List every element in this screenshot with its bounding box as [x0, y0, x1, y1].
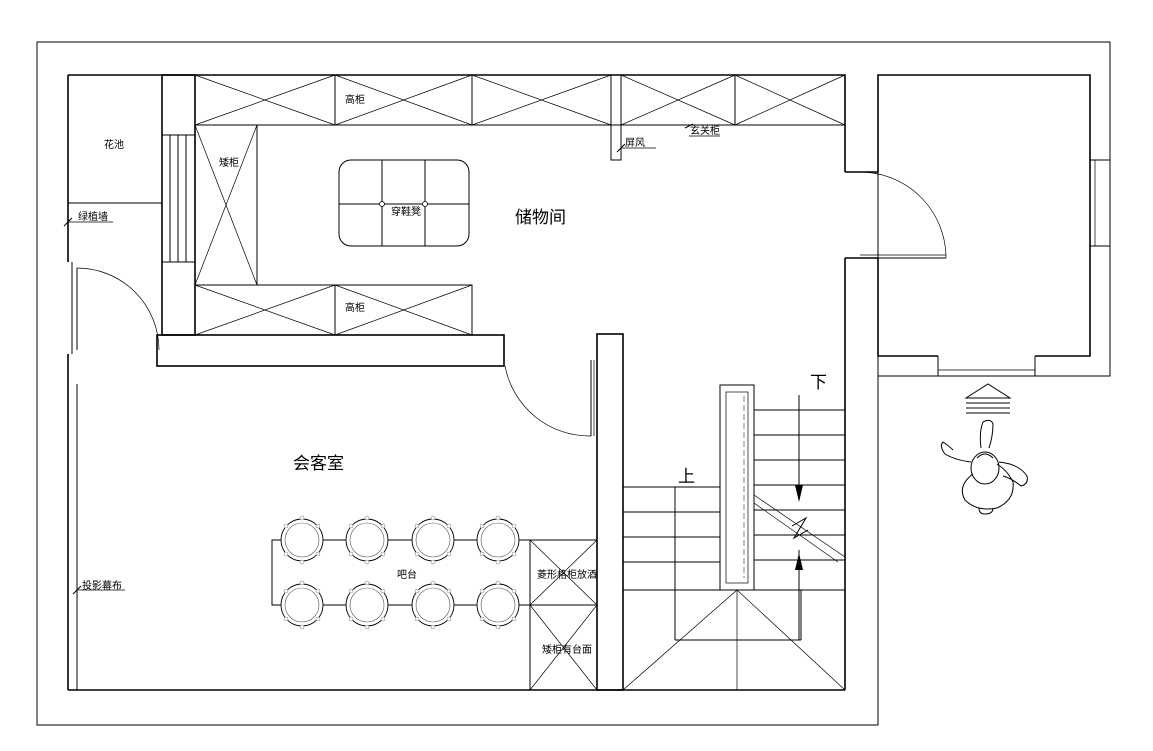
- person-icon: [940, 419, 1028, 515]
- stair-down-label: 下: [810, 373, 827, 393]
- bar-stool: [476, 580, 520, 630]
- outer-boundary: [36, 41, 1111, 726]
- label-wine-cabinet: 菱形格柜放酒: [537, 568, 597, 581]
- label-flower-pool: 花池: [104, 138, 124, 151]
- label-entry-cabinet: 玄关柜: [690, 124, 720, 137]
- bar-stool: [280, 515, 324, 565]
- room-label-reception: 会客室: [293, 454, 344, 474]
- bar-stool: [345, 580, 389, 630]
- bar-stool: [476, 515, 520, 565]
- room-label-storage: 储物间: [515, 208, 566, 228]
- tall-cabinet-bottom: [194, 284, 473, 336]
- label-low-cabinet-counter: 矮柜有台面: [542, 643, 592, 656]
- label-screen: 屏风: [625, 137, 645, 149]
- label-projection-screen: 投影幕布: [82, 579, 122, 592]
- label-tall-cabinet-bottom: 高柜: [345, 301, 365, 314]
- bar-stools: [280, 515, 520, 630]
- staircase: [622, 384, 846, 691]
- shoe-bench: [338, 159, 470, 247]
- doors: [76, 171, 947, 437]
- label-bar-counter: 吧台: [397, 568, 417, 581]
- bar-stool: [411, 515, 455, 565]
- bar-stool: [345, 515, 389, 565]
- low-cabinet-counter: [529, 604, 598, 691]
- entry-room: [845, 74, 1110, 376]
- label-green-wall: 绿植墙: [78, 210, 108, 223]
- label-shoe-bench: 穿鞋凳: [391, 205, 421, 218]
- bar-stool: [411, 580, 455, 630]
- tall-cabinet-top: [194, 74, 846, 126]
- bar-stool: [280, 580, 324, 630]
- walls: [67, 74, 846, 691]
- annotation-leaders: [63, 123, 720, 595]
- label-tall-cabinet-top: 高柜: [345, 93, 365, 106]
- stair-up-label: 上: [678, 467, 695, 487]
- low-cabinet-left: [194, 124, 258, 286]
- label-low-cabinet-left: 矮柜: [219, 156, 239, 169]
- entrance-arrow-icon: [964, 383, 1012, 414]
